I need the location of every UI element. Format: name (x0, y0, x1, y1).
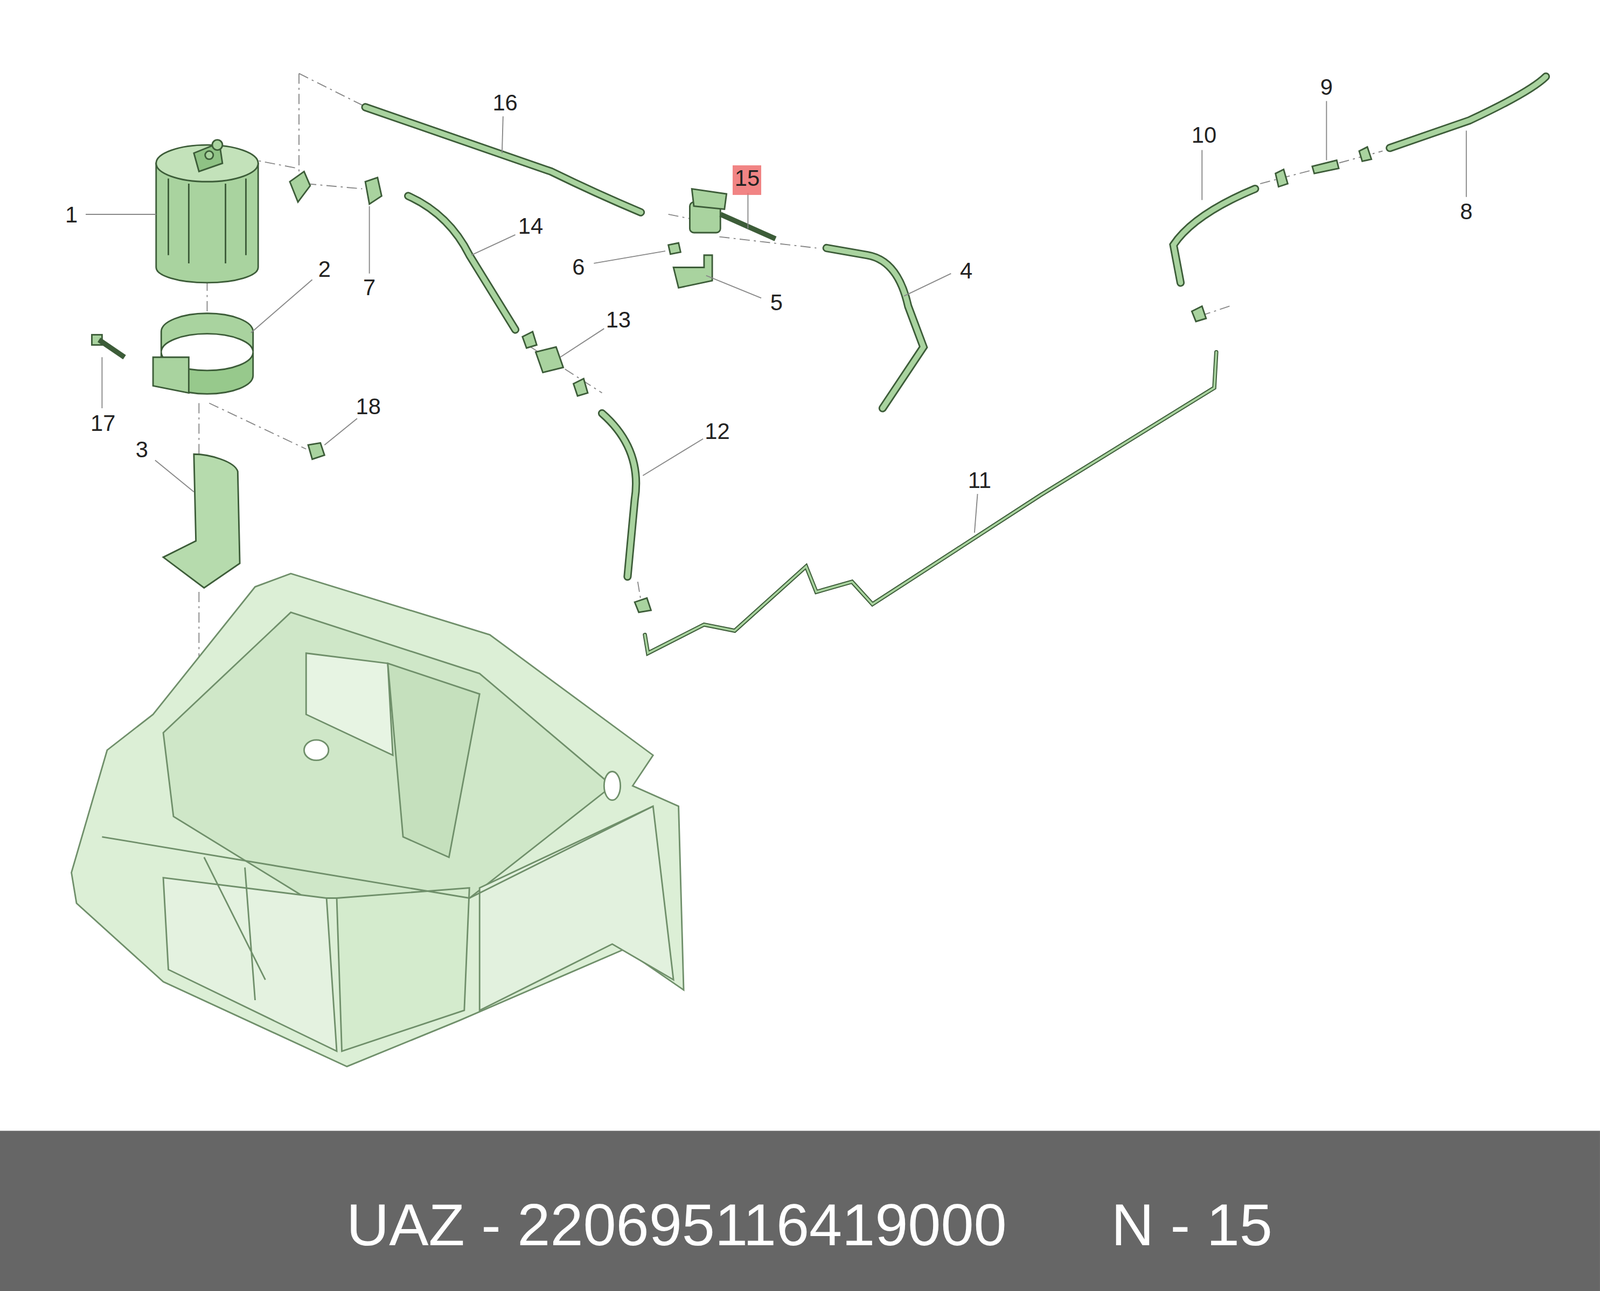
callout-number: 3 (135, 439, 149, 462)
callout-number: 15 (734, 165, 760, 191)
callout-number: 16 (492, 92, 518, 115)
callout-number: 2 (318, 258, 331, 281)
highlight-box: 15 (732, 165, 762, 196)
callout-number: 13 (606, 309, 631, 332)
callout-number: 1 (65, 204, 78, 227)
position-caption: N - 15 (1111, 1195, 1273, 1255)
callout-number: 5 (770, 291, 783, 315)
callout-number: 18 (356, 395, 381, 419)
part-number-caption: UAZ - 220695116419000 (346, 1195, 1007, 1255)
callout-number: 6 (572, 256, 585, 280)
callout-number: 7 (363, 276, 376, 300)
callout-number: 9 (1320, 76, 1333, 100)
callout-number: 8 (1459, 200, 1473, 224)
callout-number: 17 (90, 412, 116, 436)
callout-number: 11 (968, 469, 992, 493)
callout-number: 12 (704, 420, 730, 444)
callout-number: 14 (518, 215, 544, 239)
callout-number: 4 (960, 260, 973, 283)
callout-number: 10 (1191, 124, 1217, 148)
